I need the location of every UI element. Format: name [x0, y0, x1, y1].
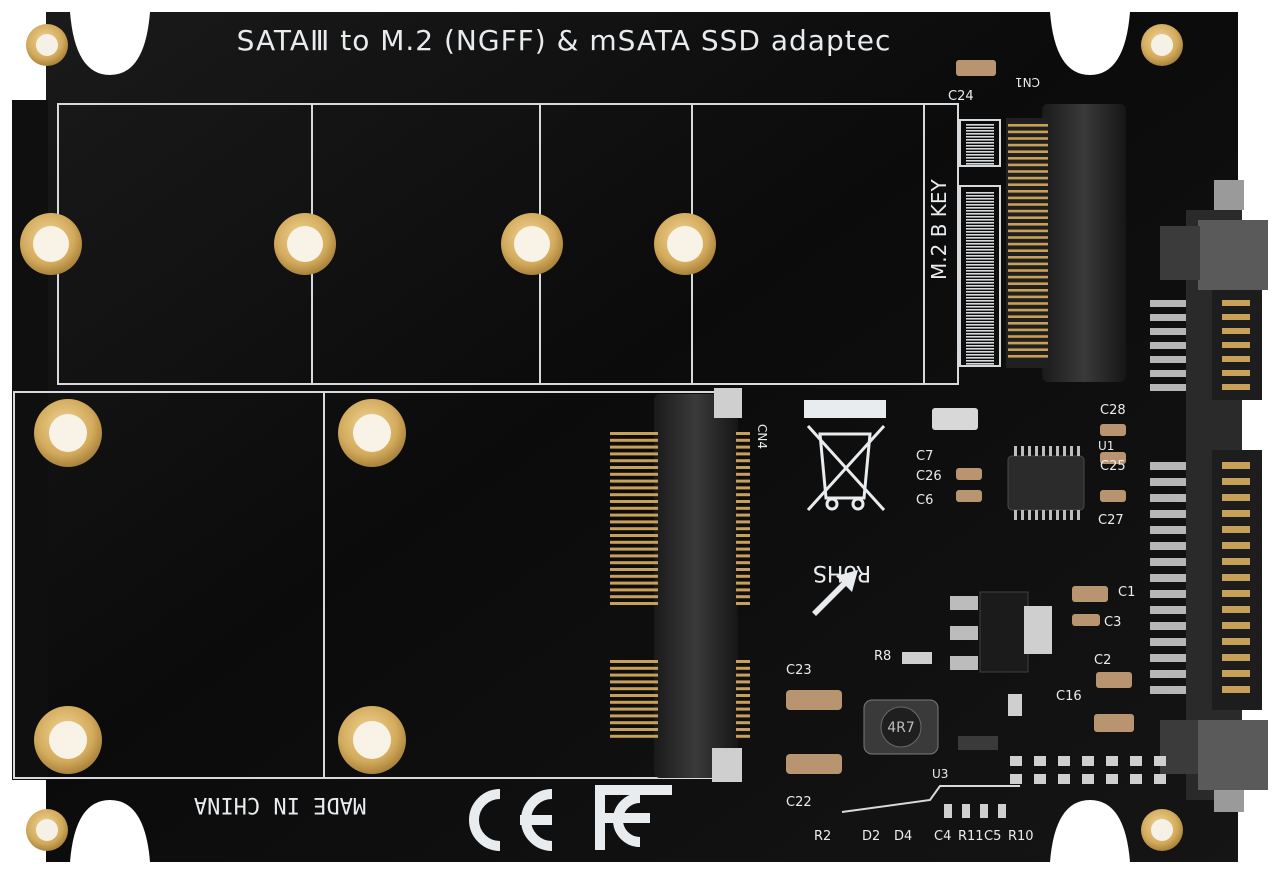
refdes-c2: C2: [1094, 653, 1111, 668]
notch-top-right: [1050, 12, 1130, 75]
m2-key-label: M.2 B KEY: [927, 178, 951, 280]
refdes-c24: C24: [948, 89, 974, 104]
refdes-c5: C5: [984, 829, 1001, 844]
cn4-label: CN4: [755, 424, 769, 449]
notch-bottom-left: [70, 800, 150, 862]
refdes-c26: C26: [916, 469, 942, 484]
ce-logo: [469, 789, 553, 851]
refdes-c16: C16: [1056, 689, 1082, 704]
refdes-d2: D2: [862, 829, 880, 844]
u1-label: U1: [1098, 439, 1114, 453]
refdes-c1: C1: [1118, 585, 1135, 600]
fcc-logo: [595, 785, 672, 850]
made-in-china-label: MADE IN CHINA: [194, 792, 366, 817]
refdes-r10: R10: [1008, 829, 1034, 844]
weee-bin-icon: [804, 400, 886, 512]
refdes-r2: R2: [814, 829, 831, 844]
refdes-d4: D4: [894, 829, 912, 844]
cn1-label: CN1: [1015, 75, 1040, 89]
rohs-arrow-icon: [812, 570, 858, 616]
refdes-c28: C28: [1100, 403, 1126, 418]
refdes-c25: C25: [1100, 459, 1126, 474]
notch-top-left: [70, 12, 150, 75]
msata-standoff-pads: [34, 399, 406, 774]
refdes-c4: C4: [934, 829, 951, 844]
rohs-label: RoHS: [813, 560, 871, 585]
msata-connector: [610, 388, 750, 782]
inductor: 4R7: [863, 699, 939, 755]
resistor-array: [902, 652, 1166, 818]
refdes-r11: R11: [958, 829, 984, 844]
controller-chip: [1007, 446, 1085, 520]
m2-connector: [959, 104, 1126, 382]
refdes-c27: C27: [1098, 513, 1124, 528]
refdes-c22: C22: [786, 795, 812, 810]
refdes-c3: C3: [1104, 615, 1121, 630]
m2-standoff-pads: [20, 213, 716, 275]
sata-connector: [1150, 180, 1268, 812]
refdes-c7: C7: [916, 449, 933, 464]
pcb-board: [46, 12, 1238, 862]
refdes-c23: C23: [786, 663, 812, 678]
board-title: SATAⅢ to M.2 (NGFF) & mSATA SSD adaptec: [237, 24, 892, 57]
notch-bottom-right: [1050, 800, 1130, 862]
smd-capacitors: [786, 60, 1134, 774]
mounting-holes: [26, 24, 1183, 851]
voltage-regulator: [950, 591, 1052, 673]
svg-text:4R7: 4R7: [887, 720, 915, 736]
u3-label: U3: [932, 767, 948, 781]
refdes-r8: R8: [874, 649, 891, 664]
refdes-c6: C6: [916, 493, 933, 508]
